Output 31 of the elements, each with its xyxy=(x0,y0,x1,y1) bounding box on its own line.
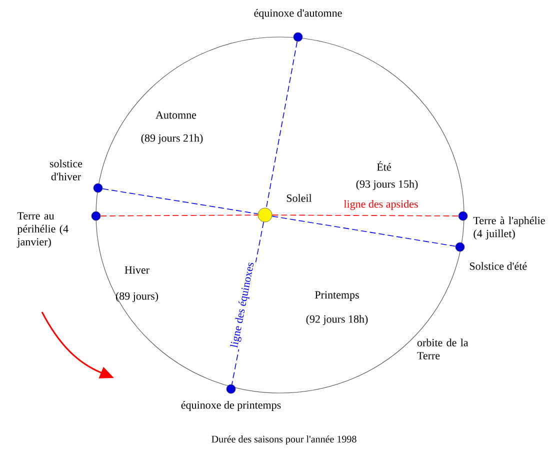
line xyxy=(100,214,258,216)
point-label: Terre au périhélie (4 janvier) xyxy=(16,212,68,248)
point-label: équinoxe de printemps xyxy=(181,401,281,411)
season-name: Printemps xyxy=(315,291,359,301)
season-name: Été xyxy=(377,161,391,171)
edge-label: ligne des apsides xyxy=(342,199,420,211)
season-name: Hiver xyxy=(124,266,150,274)
line xyxy=(102,188,258,214)
edge-label: ligne des équinoxes xyxy=(228,260,258,350)
orbit-label: orbite de la Terre xyxy=(417,338,468,360)
line xyxy=(272,214,459,216)
orbit-point xyxy=(93,183,103,193)
point-label: Solstice d'été xyxy=(470,262,527,270)
orbit-point xyxy=(458,211,468,221)
orbit-point xyxy=(226,384,236,394)
orbit-point xyxy=(91,211,101,221)
season-duration: (89 jours 21h) xyxy=(141,134,203,144)
season-duration: (93 jours 15h) xyxy=(356,180,418,190)
season-duration: (89 jours) xyxy=(116,292,158,302)
line xyxy=(272,216,456,247)
point-label: solstice d'hiver xyxy=(50,160,82,180)
caption: Durée des saisons pour l'année 1998 xyxy=(212,435,356,445)
season-duration: (92 jours 18h) xyxy=(306,315,368,325)
orbit-point xyxy=(293,32,303,42)
season-name: Automne xyxy=(156,111,196,119)
point-label: Terre à l'aphélie (4 juillet) xyxy=(473,216,545,240)
line xyxy=(266,41,298,208)
point-label: Soleil xyxy=(286,194,312,202)
orbit-point xyxy=(455,242,465,252)
sun-circle xyxy=(258,208,272,222)
point-label: équinoxe d'automne xyxy=(254,9,342,19)
